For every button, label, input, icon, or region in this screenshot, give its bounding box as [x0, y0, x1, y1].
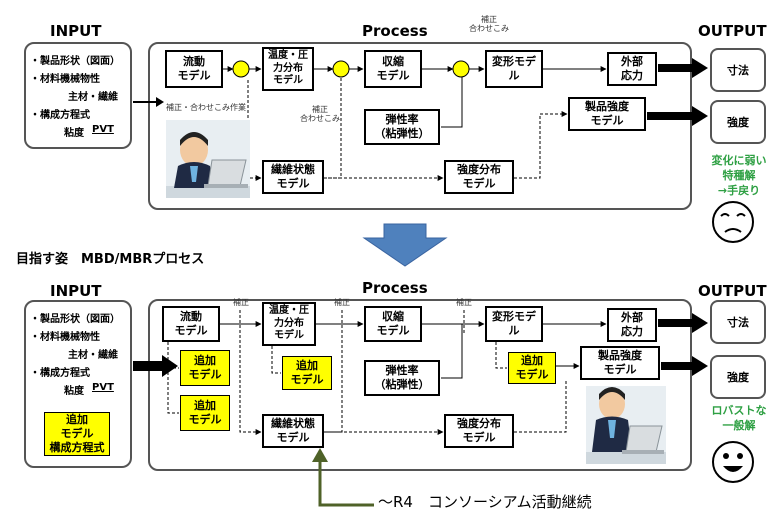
bottom-input-arrow — [133, 355, 178, 377]
bottom-flow-model: 流動 モデル — [162, 306, 220, 342]
bottom-input-item: ・構成方程式 — [30, 368, 90, 379]
bottom-input-item: PVT — [92, 382, 114, 393]
bottom-verdict: ロバストな 一般解 — [711, 404, 767, 432]
consortium-callout-arrow — [312, 448, 374, 507]
top-note-correction-2: 補正 合わせこみ — [469, 15, 509, 33]
goal-label: 目指す姿 MBD/MBRプロセス — [16, 252, 205, 267]
bottom-input-item: ・製品形状（図面） — [30, 314, 120, 325]
top-input-item: ・製品形状（図面） — [30, 56, 120, 67]
top-product-strength-model: 製品強度 モデル — [568, 97, 646, 131]
top-arrow-to-strength — [647, 106, 708, 126]
bottom-arrow-to-dimension — [658, 313, 708, 333]
bottom-deform-model: 変形モデ ル — [485, 306, 543, 342]
transition-down-arrow — [362, 223, 448, 267]
bottom-added-model-4: 追加 モデル — [508, 352, 556, 384]
top-connectors — [223, 66, 607, 181]
bottom-connectors — [167, 310, 607, 435]
top-junction-node — [332, 60, 350, 78]
top-note-correction-work: 補正・合わせこみ作業 — [166, 103, 246, 112]
sad-face-icon — [712, 201, 754, 243]
top-input-item: ・構成方程式 — [30, 110, 90, 121]
top-arrow-to-dimension — [658, 58, 708, 78]
bottom-added-model-1: 追加 モデル — [180, 350, 230, 386]
bottom-thick-arrows — [133, 313, 708, 377]
top-input-item: 主材・繊維 — [68, 92, 118, 103]
bottom-correction-2: 補正 — [334, 298, 350, 307]
bottom-process-title: Process — [362, 279, 428, 297]
top-junctions — [232, 60, 470, 78]
bottom-output-title: OUTPUT — [698, 282, 767, 300]
top-shrink-model: 収縮 モデル — [364, 50, 422, 88]
bottom-input-item: 粘度 — [64, 386, 84, 397]
bottom-input-panel: ・製品形状（図面） ・材料機械物性 主材・繊維 ・構成方程式 粘度 PVT 追加… — [24, 300, 132, 468]
bottom-input-item: ・材料機械物性 — [30, 332, 100, 343]
top-thick-arrows — [133, 58, 708, 126]
bottom-added-input: 追加 モデル 構成方程式 — [44, 412, 110, 456]
top-output-dimension: 寸法 — [710, 48, 766, 92]
bottom-product-strength-model: 製品強度 モデル — [580, 346, 660, 380]
top-input-arrow — [133, 97, 164, 107]
top-worried-person-illustration — [166, 120, 250, 198]
bottom-arrow-to-strength — [661, 356, 708, 376]
top-output-strength: 強度 — [710, 100, 766, 144]
top-input-item: ・材料機械物性 — [30, 74, 100, 85]
happy-face-icon — [712, 441, 754, 483]
bottom-input-item: 主材・繊維 — [68, 350, 118, 361]
bottom-added-model-3: 追加 モデル — [282, 356, 332, 390]
bottom-correction-1: 補正 — [233, 298, 249, 307]
bottom-input-title: INPUT — [50, 282, 102, 300]
bottom-output-dimension: 寸法 — [710, 300, 766, 344]
top-process-title: Process — [362, 22, 428, 40]
top-input-item: 粘度 — [64, 128, 84, 139]
consortium-label: ～R4 コンソーシアム活動継続 — [378, 493, 592, 511]
bottom-shrink-model: 収縮 モデル — [364, 306, 422, 342]
bottom-external-stress: 外部 応力 — [607, 308, 657, 342]
top-note-correction-1: 補正 合わせこみ — [300, 105, 340, 123]
bottom-correction-3: 補正 — [456, 298, 472, 307]
bottom-output-strength: 強度 — [710, 355, 766, 399]
top-junction-node — [452, 60, 470, 78]
top-fiber-model: 繊維状態 モデル — [262, 160, 324, 194]
bottom-happy-person-illustration — [586, 386, 666, 464]
top-elastic-model: 弾性率 （粘弾性） — [364, 109, 440, 145]
top-flow-model: 流動 モデル — [165, 50, 223, 88]
top-strength-dist-model: 強度分布 モデル — [444, 160, 514, 194]
bottom-temp-model: 温度・圧 力分布 モデル — [262, 302, 316, 346]
top-input-panel: ・製品形状（図面） ・材料機械物性 主材・繊維 ・構成方程式 粘度 PVT — [24, 42, 132, 149]
bottom-fiber-model: 繊維状態 モデル — [262, 414, 324, 448]
top-deform-model: 変形モデ ル — [485, 50, 543, 88]
top-junction-node — [232, 60, 250, 78]
bottom-strength-dist-model: 強度分布 モデル — [444, 414, 514, 448]
bottom-elastic-model: 弾性率 （粘弾性） — [364, 360, 440, 396]
top-temp-model: 温度・圧 力分布 モデル — [262, 47, 314, 91]
top-verdict: 変化に弱い 特種解 →手戻り — [711, 154, 767, 197]
top-input-title: INPUT — [50, 22, 102, 40]
bottom-added-model-2: 追加 モデル — [180, 395, 230, 431]
top-input-item: PVT — [92, 124, 114, 135]
top-output-title: OUTPUT — [698, 22, 767, 40]
top-external-stress: 外部 応力 — [607, 52, 657, 86]
